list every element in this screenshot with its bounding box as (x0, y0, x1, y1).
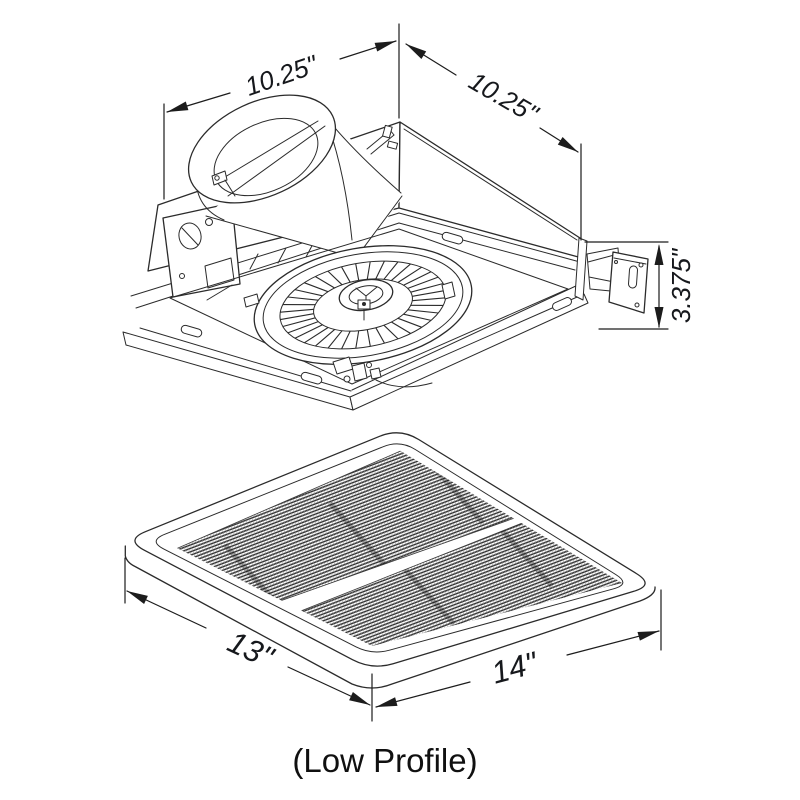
figure-caption: (Low Profile) (292, 742, 477, 779)
grille-side-rim (124, 545, 656, 689)
damper-flap (211, 120, 326, 197)
dimension-housing-height: 3.375" (584, 241, 696, 330)
grille-cover-isometric-view (124, 432, 656, 689)
blower-blades (280, 260, 446, 350)
dim-label-grille-length: 14" (488, 645, 543, 691)
fan-housing-isometric-view (122, 94, 649, 411)
damper-hinge-hardware (366, 124, 399, 155)
dim-label-housing-width-left: 10.25" (241, 49, 323, 102)
dim-label-housing-height: 3.375" (666, 247, 696, 323)
wheel-retainer-clip (441, 281, 456, 300)
dim-label-housing-width-right: 10.25" (464, 66, 545, 130)
flange-keyhole-slots (180, 231, 572, 385)
flange-front-rails (122, 284, 589, 411)
motor-hub (338, 278, 394, 321)
wheel-retainer-clip (243, 293, 260, 308)
dimension-housing-width-right: 10.25" (405, 43, 579, 153)
duct-collar (187, 94, 337, 221)
mounting-bracket (574, 237, 649, 314)
junction-box-plate (162, 202, 241, 301)
motor-mount-hardware (332, 356, 433, 388)
dim-label-grille-width: 13" (222, 624, 280, 676)
blower-wheel (243, 245, 473, 388)
grille-inner-ridge (155, 443, 624, 653)
screw-hole (205, 218, 213, 226)
bracket-slot (628, 265, 638, 289)
